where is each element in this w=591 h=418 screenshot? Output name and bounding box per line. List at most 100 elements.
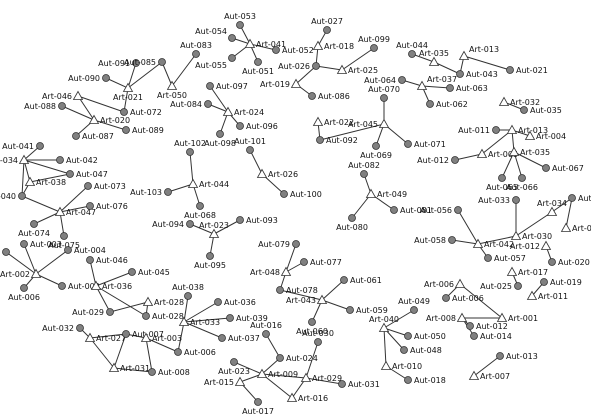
edge-art-034-aut-040	[21, 159, 25, 197]
node-aut-033: Aut-033	[478, 196, 520, 205]
author-circle-icon	[56, 156, 64, 164]
edge-aut-085-art-021	[127, 61, 163, 89]
node-aut-068: Aut-068	[184, 202, 216, 220]
node-label: Art-004	[536, 132, 566, 141]
author-circle-icon	[276, 286, 284, 294]
article-triangle-icon	[476, 148, 488, 158]
node-label: Aut-081	[400, 206, 432, 215]
node-art-006: Art-006	[424, 278, 466, 289]
node-aut-007: Aut-007	[122, 330, 164, 339]
article-triangle-icon	[84, 332, 96, 342]
node-label: Art-042	[484, 240, 514, 249]
edge-aut-088-art-020	[61, 105, 95, 121]
node-label: Aut-055	[195, 61, 227, 70]
node-label: Art-012	[510, 242, 540, 251]
node-label: Aut-069	[360, 151, 392, 160]
edge-art-035b-aut-065	[501, 151, 515, 179]
edge-aut-031-art-029	[305, 377, 343, 385]
node-label: Aut-052	[282, 46, 314, 55]
node-label: Art-026	[268, 170, 298, 179]
node-aut-078: Aut-078	[276, 286, 318, 295]
edge-art-030-art-042	[477, 235, 517, 245]
node-aut-062: Aut-062	[426, 100, 468, 109]
node-aut-048: Aut-048	[400, 346, 442, 355]
node-aut-006b: Aut-006	[442, 294, 484, 303]
author-circle-icon	[540, 278, 548, 286]
node-art-013: Art-013	[458, 45, 499, 60]
edge-art-009-art-016	[261, 373, 293, 399]
author-circle-icon	[174, 348, 182, 356]
edge-aut-005-art-002	[5, 251, 37, 275]
node-label: Art-037	[427, 75, 457, 84]
node-label: Aut-079	[258, 240, 290, 249]
author-circle-icon	[451, 156, 459, 164]
node-label: Art-023	[199, 221, 229, 230]
edge-aut-026-art-019	[295, 65, 317, 85]
node-aut-098: Aut-098	[204, 130, 236, 148]
author-circle-icon	[272, 46, 280, 54]
author-circle-icon	[498, 174, 506, 182]
node-label: Art-032	[510, 98, 540, 107]
author-circle-icon	[120, 108, 128, 116]
edge-aut-026-art-025	[315, 65, 343, 71]
node-aut-065: Aut-065	[486, 174, 518, 192]
edge-aut-080-art-049	[351, 193, 372, 219]
author-circle-icon	[72, 132, 80, 140]
node-label: Aut-012	[417, 156, 449, 165]
article-triangle-icon	[256, 368, 268, 378]
node-label: Aut-076	[96, 202, 128, 211]
node-aut-070: Aut-070	[368, 85, 400, 102]
author-circle-icon	[280, 190, 288, 198]
node-art-034b: Art-034	[537, 199, 567, 216]
author-circle-icon	[206, 252, 214, 260]
node-art-008: Art-008	[426, 312, 468, 323]
node-art-033: Art-033	[178, 316, 220, 327]
node-label: Aut-035	[530, 106, 562, 115]
node-aut-003: Aut-003	[20, 240, 62, 249]
article-triangle-icon	[178, 316, 190, 326]
node-label: Aut-048	[410, 346, 442, 355]
node-aut-049: Aut-049	[398, 297, 430, 314]
node-label: Aut-086	[318, 92, 350, 101]
node-aut-071: Aut-071	[404, 140, 446, 149]
author-circle-icon	[484, 254, 492, 262]
node-aut-066: Aut-066	[506, 174, 538, 192]
edge-aut-039-art-033	[183, 317, 231, 323]
article-triangle-icon	[88, 114, 100, 124]
node-label: Aut-006	[452, 294, 484, 303]
node-aut-030: Aut-030	[302, 329, 334, 346]
node-label: Aut-043	[466, 70, 498, 79]
author-circle-icon	[404, 376, 412, 384]
node-aut-084: Aut-084	[170, 100, 212, 109]
node-aut-079: Aut-079	[258, 240, 300, 249]
node-aut-006c: Aut-006	[174, 348, 216, 357]
article-triangle-icon	[510, 230, 522, 240]
node-aut-029: Aut-029	[72, 308, 114, 317]
edge-aut-079-art-048	[285, 243, 297, 273]
node-aut-019: Aut-019	[540, 278, 582, 287]
node-label: Aut-044	[396, 41, 428, 50]
node-aut-013: Aut-013	[496, 352, 538, 361]
author-circle-icon	[60, 232, 68, 240]
node-art-025: Art-025	[336, 64, 378, 75]
node-label: Aut-073	[94, 182, 126, 191]
node-art-029: Art-029	[300, 372, 342, 383]
node-art-049: Art-049	[365, 188, 407, 199]
node-art-042: Art-042	[472, 238, 514, 249]
author-circle-icon	[456, 70, 464, 78]
node-label: Art-013	[469, 45, 499, 54]
article-triangle-icon	[472, 238, 484, 248]
node-art-017: Art-017	[506, 266, 548, 277]
author-circle-icon	[520, 106, 528, 114]
edge-aut-029-art-028	[109, 301, 149, 313]
article-triangle-icon	[498, 96, 510, 106]
node-aut-060: Aut-060	[296, 318, 328, 336]
article-triangle-icon	[30, 268, 42, 278]
author-circle-icon	[512, 196, 520, 204]
node-aut-088: Aut-088	[24, 102, 66, 111]
node-art-048: Art-048	[250, 266, 292, 277]
author-circle-icon	[106, 308, 114, 316]
article-triangle-icon	[458, 50, 470, 60]
node-label: Art-025	[348, 66, 378, 75]
